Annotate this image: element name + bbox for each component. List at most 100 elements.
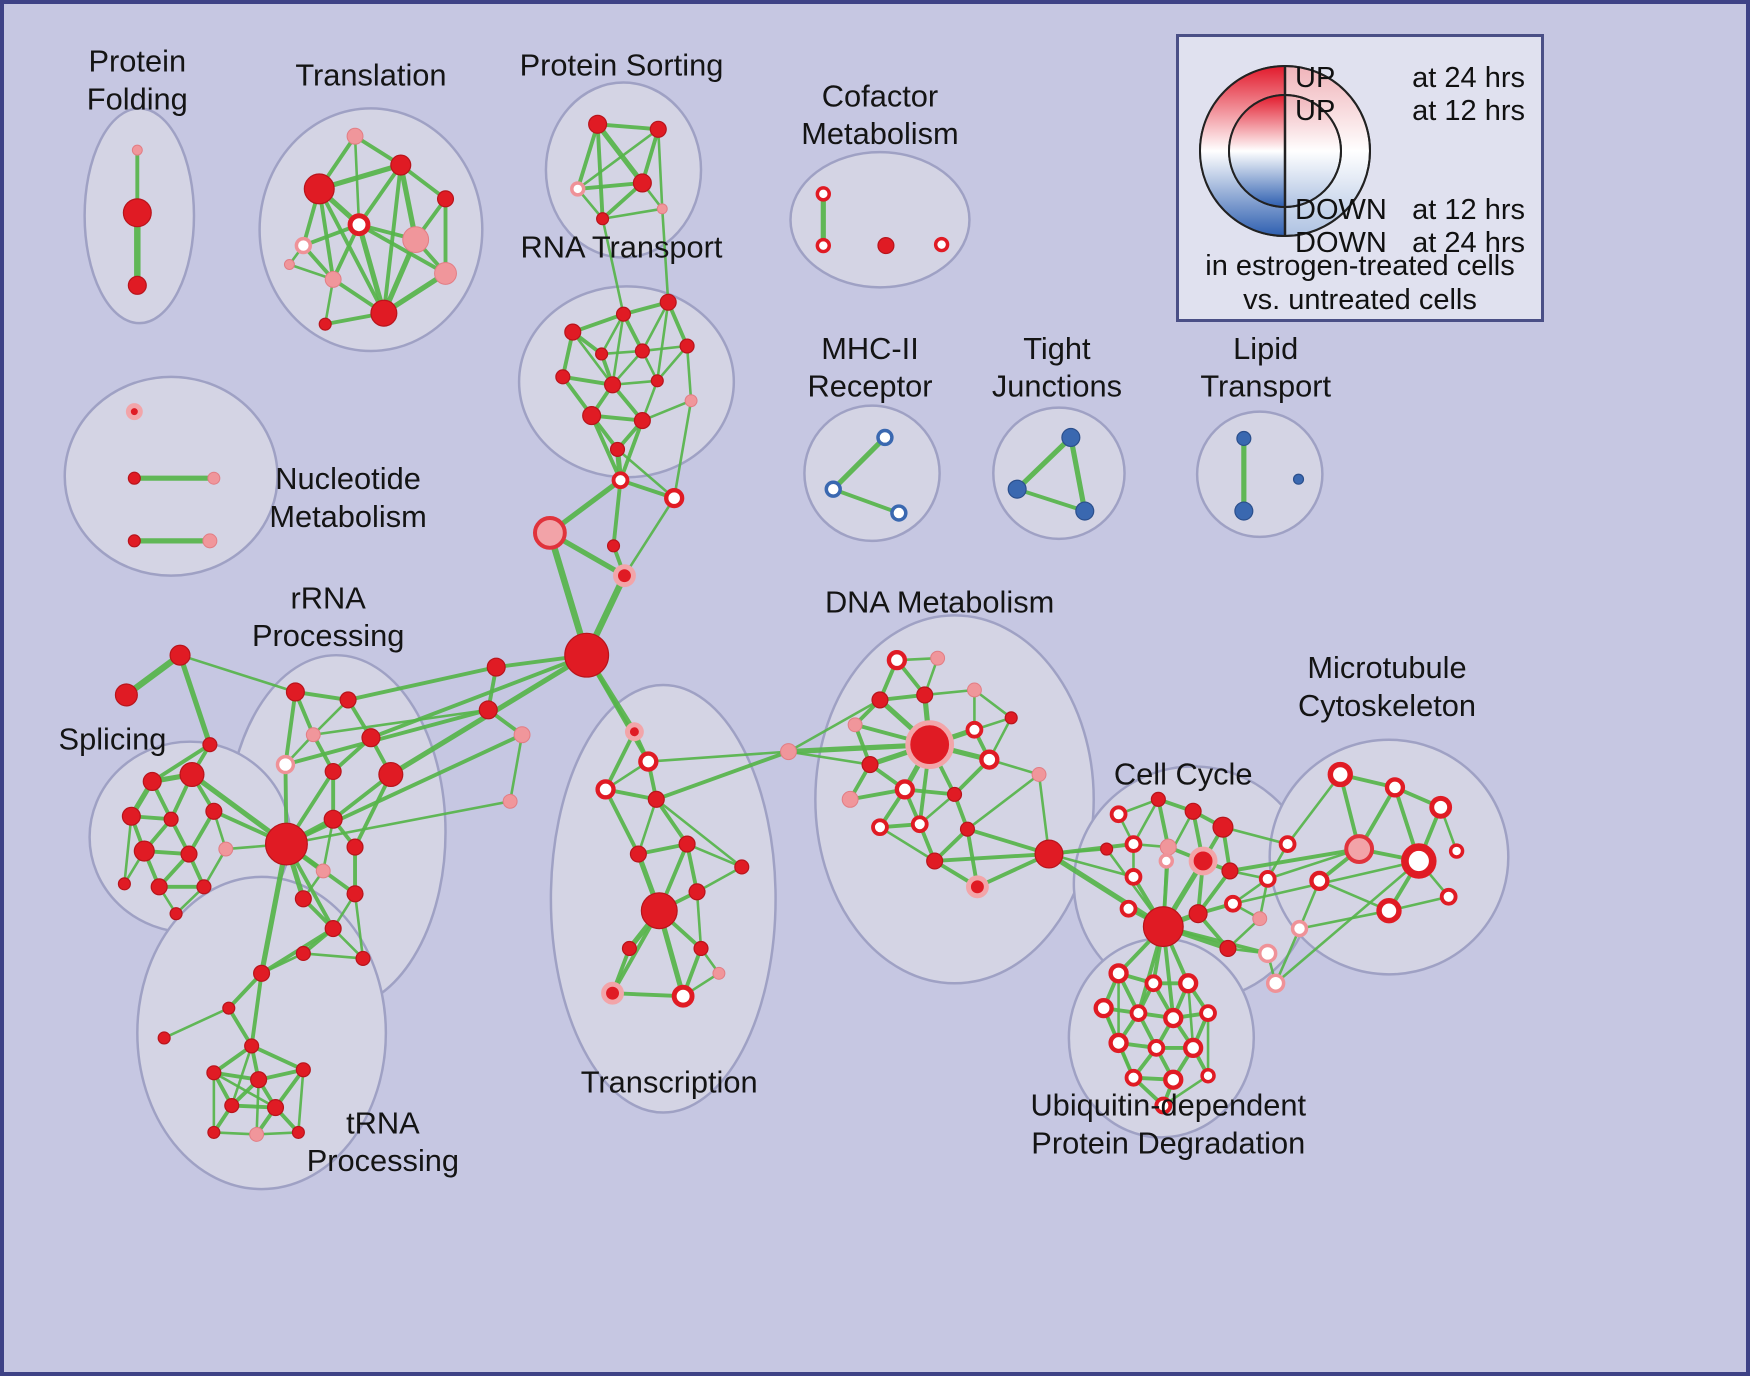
network-edge (283, 690, 298, 767)
network-node (1221, 862, 1239, 880)
network-node (615, 306, 632, 322)
network-node (890, 504, 908, 522)
network-edge (787, 750, 872, 766)
network-node (224, 1098, 240, 1114)
network-node (659, 293, 677, 311)
network-node (127, 534, 141, 548)
cluster-cofactor-metabolism (789, 150, 971, 289)
cluster-lipid-transport (1195, 410, 1324, 539)
cluster-label-nucleotide-metabolism: Nucleotide (275, 461, 421, 496)
network-node (218, 841, 234, 857)
network-edge (616, 448, 676, 500)
legend-time-label: at 12 hrs (1412, 95, 1525, 127)
cluster-label-rna-transport: RNA Transport (520, 230, 722, 265)
network-node (564, 323, 582, 341)
network-edge (356, 222, 387, 316)
network-node (633, 412, 651, 430)
network-node (347, 213, 371, 237)
network-node (1154, 1096, 1173, 1115)
network-node (295, 945, 311, 962)
network-node (664, 487, 685, 509)
network-node (294, 236, 313, 255)
network-node (142, 771, 162, 791)
network-node (127, 471, 141, 485)
network-node (250, 1071, 268, 1089)
network-node (1401, 843, 1437, 879)
network-node (582, 406, 602, 426)
network-node (1309, 870, 1330, 892)
network-node (1258, 870, 1277, 888)
network-node (815, 186, 832, 202)
network-node (1158, 853, 1175, 869)
legend-row-down-12: DOWN at 12 hrs (1295, 194, 1525, 227)
network-edge (302, 952, 365, 960)
network-node (196, 879, 212, 895)
network-edge (641, 300, 670, 353)
network-node (1108, 1032, 1129, 1054)
network-node (295, 1062, 311, 1078)
network-node (127, 275, 147, 295)
network-edge (508, 733, 524, 803)
legend-inner-left-half (1229, 95, 1285, 207)
network-node (324, 270, 342, 288)
network-edge (1068, 434, 1088, 514)
network-node (555, 369, 571, 385)
network-node (712, 966, 726, 980)
cluster-label-mhc-ii-receptor: Receptor (808, 369, 933, 404)
cluster-label-trna-processing: tRNA (346, 1105, 420, 1140)
network-edge (647, 750, 790, 763)
network-edge (178, 653, 297, 694)
network-node (965, 875, 989, 899)
network-node (876, 428, 894, 447)
network-node (638, 751, 659, 772)
network-node (114, 683, 138, 707)
network-node (916, 686, 934, 704)
network-node (315, 863, 331, 879)
network-node (613, 564, 636, 588)
network-node (926, 852, 944, 870)
network-edge (660, 207, 670, 304)
network-node (847, 717, 863, 733)
network-edge (1298, 909, 1391, 930)
network-edge (654, 749, 791, 802)
network-edge (381, 163, 403, 316)
network-node (150, 878, 168, 896)
cluster-label-rrna-processing: Processing (252, 618, 404, 653)
network-node (886, 650, 908, 671)
network-edge (637, 798, 658, 856)
network-node (206, 1065, 222, 1081)
network-edge (1162, 1074, 1210, 1107)
network-node (688, 883, 706, 901)
network-node (202, 737, 218, 753)
network-node (1376, 898, 1402, 924)
network-edge (317, 186, 386, 316)
network-node (595, 347, 609, 361)
cluster-label-trna-processing: Processing (307, 1143, 459, 1178)
network-node (436, 190, 455, 208)
cluster-tight-junctions (992, 406, 1126, 541)
network-node (285, 682, 305, 702)
network-node (1344, 834, 1375, 864)
network-node (1150, 791, 1166, 807)
cluster-label-lipid-transport: Transport (1200, 369, 1331, 404)
network-node (1119, 899, 1138, 918)
network-node (1188, 904, 1208, 924)
cluster-label-ubiquitin-dependent-protein-degradation: Ubiquitin-dependent (1030, 1087, 1306, 1122)
network-edge (672, 399, 693, 500)
network-node (1429, 795, 1453, 819)
network-node (1100, 842, 1114, 856)
network-node (1278, 835, 1297, 853)
network-edge (654, 797, 690, 847)
network-edge (601, 207, 664, 221)
network-node (632, 173, 652, 193)
network-node (611, 471, 630, 490)
network-node (1290, 919, 1309, 938)
network-node (324, 762, 342, 781)
network-node (355, 950, 371, 966)
network-edge (787, 698, 882, 753)
network-node (163, 811, 179, 827)
network-edge (1014, 434, 1074, 492)
